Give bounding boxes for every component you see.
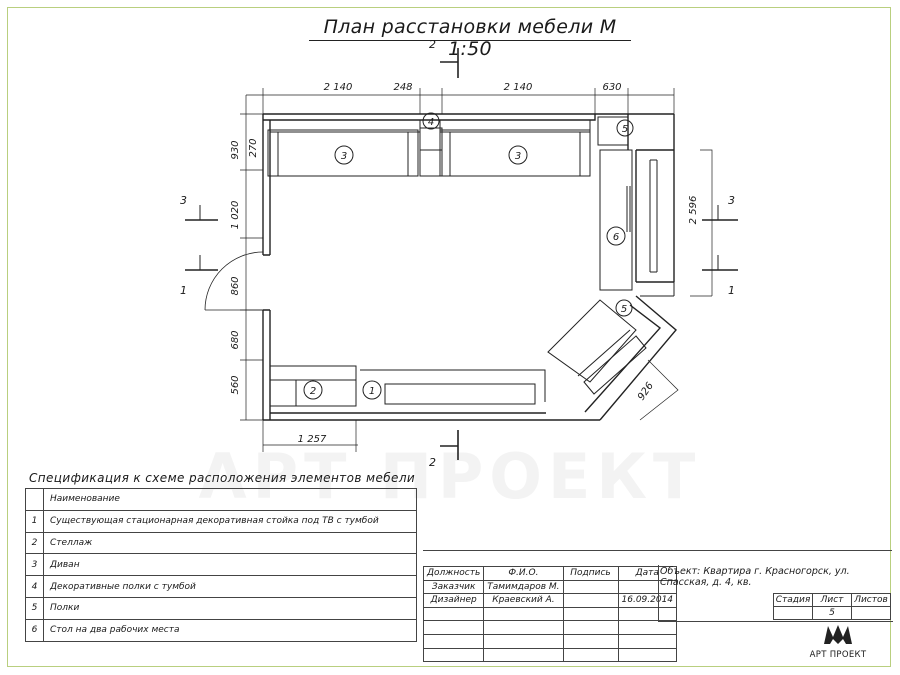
sheet-number: 5: [812, 606, 852, 620]
section-label-left-1: 1: [180, 284, 187, 297]
marker-circle-desk: [606, 226, 626, 246]
wall-bottom: [263, 412, 600, 421]
stamp-header-row: Должность Ф.И.О. Подпись Дата: [422, 566, 678, 581]
dim-top-1: 2 140: [324, 82, 353, 93]
section-label-left-3: 3: [180, 194, 187, 207]
wall-left-lower: [262, 309, 271, 420]
wall-top: [263, 113, 628, 121]
rack-2: [269, 365, 357, 407]
marker-circle-sofa-left: [334, 145, 354, 165]
marker-circle-shelf-diag: [615, 299, 633, 317]
dim-left-930: 930: [230, 140, 241, 159]
marker-4: 4: [428, 117, 434, 128]
marker-circle-tv: [362, 380, 382, 400]
stamp-border: [423, 550, 892, 667]
desk-6: [599, 149, 633, 291]
dim-top-2: 248: [393, 82, 412, 93]
dim-left-860: 860: [230, 276, 241, 295]
spec-header-row: Наименование: [25, 488, 417, 511]
sofa-left: [267, 129, 419, 177]
angled-cabinet: [547, 299, 637, 383]
dim-left-270: 270: [248, 138, 259, 157]
section-label-right-3: 3: [728, 194, 735, 207]
spec-row: 4 Декоративные полки с тумбой: [25, 575, 417, 598]
marker-circle-rack: [303, 380, 323, 400]
marker-circle-sofa-right: [508, 145, 528, 165]
marker-circle-shelf-top: [616, 119, 634, 137]
spec-row: 5 Полки: [25, 596, 417, 620]
tv-stand-1: [384, 383, 536, 405]
marker-circle-shelves: [422, 112, 440, 130]
balcony-right: [640, 150, 675, 297]
section-label-top: 2: [429, 38, 436, 51]
spec-table: Наименование 1 Существующая стационарная…: [25, 488, 417, 642]
spec-row: 2 Стеллаж: [25, 531, 417, 555]
object-address: Объект: Квартира г. Красногорск, ул. Спа…: [660, 566, 850, 588]
object-box: [658, 565, 893, 622]
dim-right-2596: 2 596: [688, 196, 699, 225]
company-logo: АРТ ПРОЕКТ: [808, 623, 868, 660]
wall-left-upper: [262, 114, 271, 256]
spec-header: Наименование: [43, 488, 417, 511]
section-label-bottom: 2: [429, 456, 436, 469]
dim-left-560: 560: [230, 375, 241, 394]
dim-diagonal-926: 926: [636, 381, 656, 403]
drawing-frame: [7, 7, 891, 667]
section-2-bottom-line: [440, 430, 459, 460]
spec-title: Спецификация к схеме расположения элемен…: [29, 471, 416, 485]
marker-3-right: 3: [515, 151, 521, 162]
shelves-4: [419, 127, 443, 177]
spec-row: 1 Существующая стационарная декоративная…: [25, 509, 417, 533]
drawing-title: План расстановки мебели М 1:50: [323, 16, 617, 60]
dim-top-3: 2 140: [504, 82, 533, 93]
floor-plan: 3 3 4 5 6 5 2 1 2 140 248 2 140 630 930 …: [180, 38, 738, 469]
dim-left-680: 680: [230, 330, 241, 349]
marker-3-left: 3: [341, 151, 347, 162]
spec-row: 6 Стол на два рабочих места: [25, 618, 417, 642]
dim-top-4: 630: [602, 82, 621, 93]
marker-2: 2: [310, 386, 316, 397]
dim-bottom-1257: 1 257: [298, 434, 327, 445]
title-underline: [309, 40, 631, 41]
wall-right: [627, 113, 675, 283]
stamp-row: Заказчик Тамимдаров М.: [422, 579, 678, 595]
stamp-table: Должность Ф.И.О. Подпись Дата Заказчик Т…: [422, 566, 678, 663]
sofa-right: [439, 129, 591, 177]
window-right: [649, 159, 658, 273]
stamp-row: Дизайнер Краевский А. 16.09.2014: [422, 593, 678, 608]
stage-table: Стадия Лист Листов 5: [773, 593, 891, 620]
crown-logo-icon: [824, 625, 852, 644]
section-2-top-line: [440, 48, 459, 78]
section-label-right-1: 1: [728, 284, 735, 297]
dim-left-1020: 1 020: [230, 201, 241, 230]
wall-diagonal: [584, 295, 677, 421]
logo-text: АРТ ПРОЕКТ: [809, 650, 867, 660]
spec-row: 3 Диван: [25, 553, 417, 577]
marker-5-top: 5: [622, 124, 628, 135]
marker-1: 1: [369, 386, 375, 397]
shelf-5-top: [597, 116, 629, 146]
marker-6: 6: [613, 232, 619, 243]
marker-5-diag: 5: [621, 304, 627, 315]
